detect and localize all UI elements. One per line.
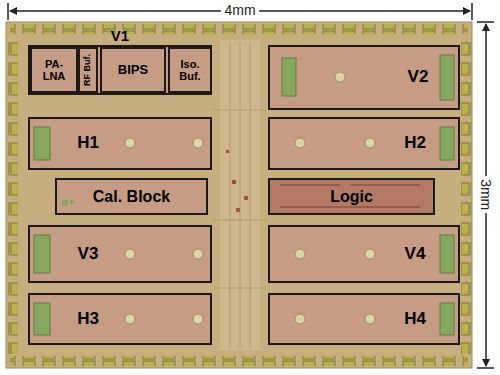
dimension-label: 4mm (221, 3, 258, 18)
circuit-block: V3 (28, 225, 212, 283)
dimension-label: 3mm (478, 176, 493, 213)
block-label: Logic (330, 188, 373, 206)
block-label: H2 (404, 134, 426, 153)
circuit-block: H3 (28, 293, 212, 345)
block-label: PA-LNA (36, 58, 72, 82)
block-label: H3 (77, 310, 99, 329)
block-label: RF Buf. (83, 54, 93, 86)
circuit-block: V4 (268, 225, 460, 283)
block-label: V2 (408, 68, 429, 87)
block-label: Iso. Buf. (174, 58, 206, 82)
circuit-block: Cal. Block (55, 178, 208, 215)
circuit-block: V1PA-LNARF Buf.BIPSIso. Buf. (28, 45, 212, 95)
block-label: V4 (405, 245, 426, 264)
block-label: BIPS (118, 63, 148, 77)
circuit-block: H2 (268, 117, 460, 170)
block-label: H4 (404, 310, 426, 329)
circuit-block: PA-LNA (30, 47, 78, 93)
block-label: H1 (77, 134, 99, 153)
circuit-block: H4 (268, 293, 460, 345)
circuit-block: BIPS (100, 47, 166, 93)
circuit-block: Iso. Buf. (168, 47, 212, 93)
circuit-block: Logic (268, 178, 435, 215)
circuit-block: H1 (28, 117, 212, 170)
block-label: Cal. Block (93, 188, 170, 206)
circuit-block: RF Buf. (78, 47, 98, 93)
block-label: V1 (111, 28, 129, 45)
circuit-block: V2 (268, 45, 460, 110)
block-label: V3 (78, 245, 99, 264)
